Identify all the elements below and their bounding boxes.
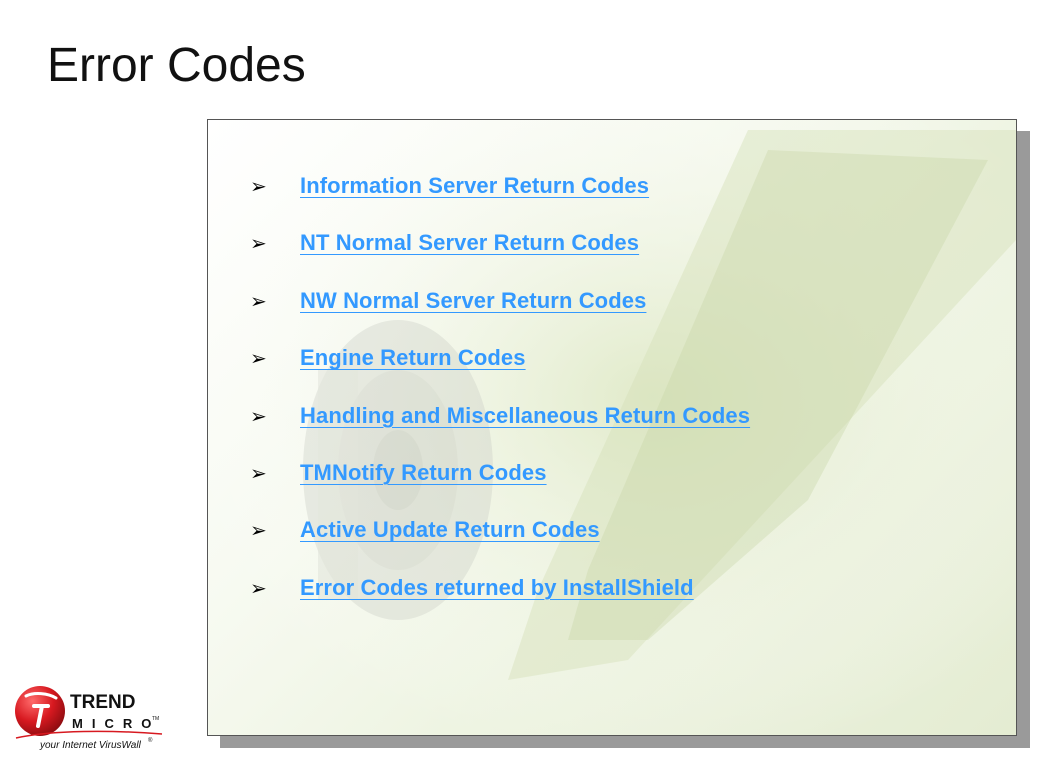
logo-trademark: TM bbox=[152, 716, 159, 722]
arrowhead-bullet-icon: ➢ bbox=[250, 346, 267, 371]
list-item: ➢ Error Codes returned by InstallShield bbox=[248, 570, 750, 627]
arrowhead-bullet-icon: ➢ bbox=[250, 231, 267, 256]
arrowhead-bullet-icon: ➢ bbox=[250, 460, 267, 485]
list-item: ➢ TMNotify Return Codes bbox=[248, 455, 750, 512]
arrowhead-bullet-icon: ➢ bbox=[250, 288, 267, 313]
page-title: Error Codes bbox=[47, 39, 306, 92]
link-handling-misc-return-codes[interactable]: Handling and Miscellaneous Return Codes bbox=[300, 402, 751, 428]
link-active-update-return-codes[interactable]: Active Update Return Codes bbox=[300, 517, 600, 543]
background-disk-art bbox=[208, 120, 1016, 735]
arrowhead-bullet-icon: ➢ bbox=[250, 518, 267, 543]
link-installshield-error-codes[interactable]: Error Codes returned by InstallShield bbox=[300, 574, 694, 600]
logo-wordmark-top: TREND bbox=[70, 692, 135, 713]
logo-tagline: your Internet VirusWall bbox=[39, 740, 142, 751]
link-nw-normal-server-return-codes[interactable]: NW Normal Server Return Codes bbox=[300, 287, 647, 313]
list-item: ➢ Handling and Miscellaneous Return Code… bbox=[248, 398, 750, 455]
list-item: ➢ Information Server Return Codes bbox=[248, 168, 750, 225]
return-codes-list: ➢ Information Server Return Codes ➢ NT N… bbox=[248, 168, 750, 627]
content-panel: ➢ Information Server Return Codes ➢ NT N… bbox=[207, 119, 1017, 736]
link-tmnotify-return-codes[interactable]: TMNotify Return Codes bbox=[300, 459, 547, 485]
link-engine-return-codes[interactable]: Engine Return Codes bbox=[300, 345, 526, 371]
list-item: ➢ NT Normal Server Return Codes bbox=[248, 225, 750, 282]
arrowhead-bullet-icon: ➢ bbox=[250, 575, 267, 600]
list-item: ➢ Engine Return Codes bbox=[248, 340, 750, 397]
link-nt-normal-server-return-codes[interactable]: NT Normal Server Return Codes bbox=[300, 230, 640, 256]
list-item: ➢ NW Normal Server Return Codes bbox=[248, 283, 750, 340]
link-information-server-return-codes[interactable]: Information Server Return Codes bbox=[300, 173, 650, 198]
arrowhead-bullet-icon: ➢ bbox=[250, 174, 267, 198]
arrowhead-bullet-icon: ➢ bbox=[250, 403, 267, 428]
list-item: ➢ Active Update Return Codes bbox=[248, 512, 750, 569]
logo-registered: ® bbox=[148, 737, 153, 744]
trend-micro-logo-icon: TREND MICRO TM your Internet VirusWall ® bbox=[15, 686, 163, 751]
logo-wordmark-bottom: MICRO bbox=[72, 716, 160, 731]
